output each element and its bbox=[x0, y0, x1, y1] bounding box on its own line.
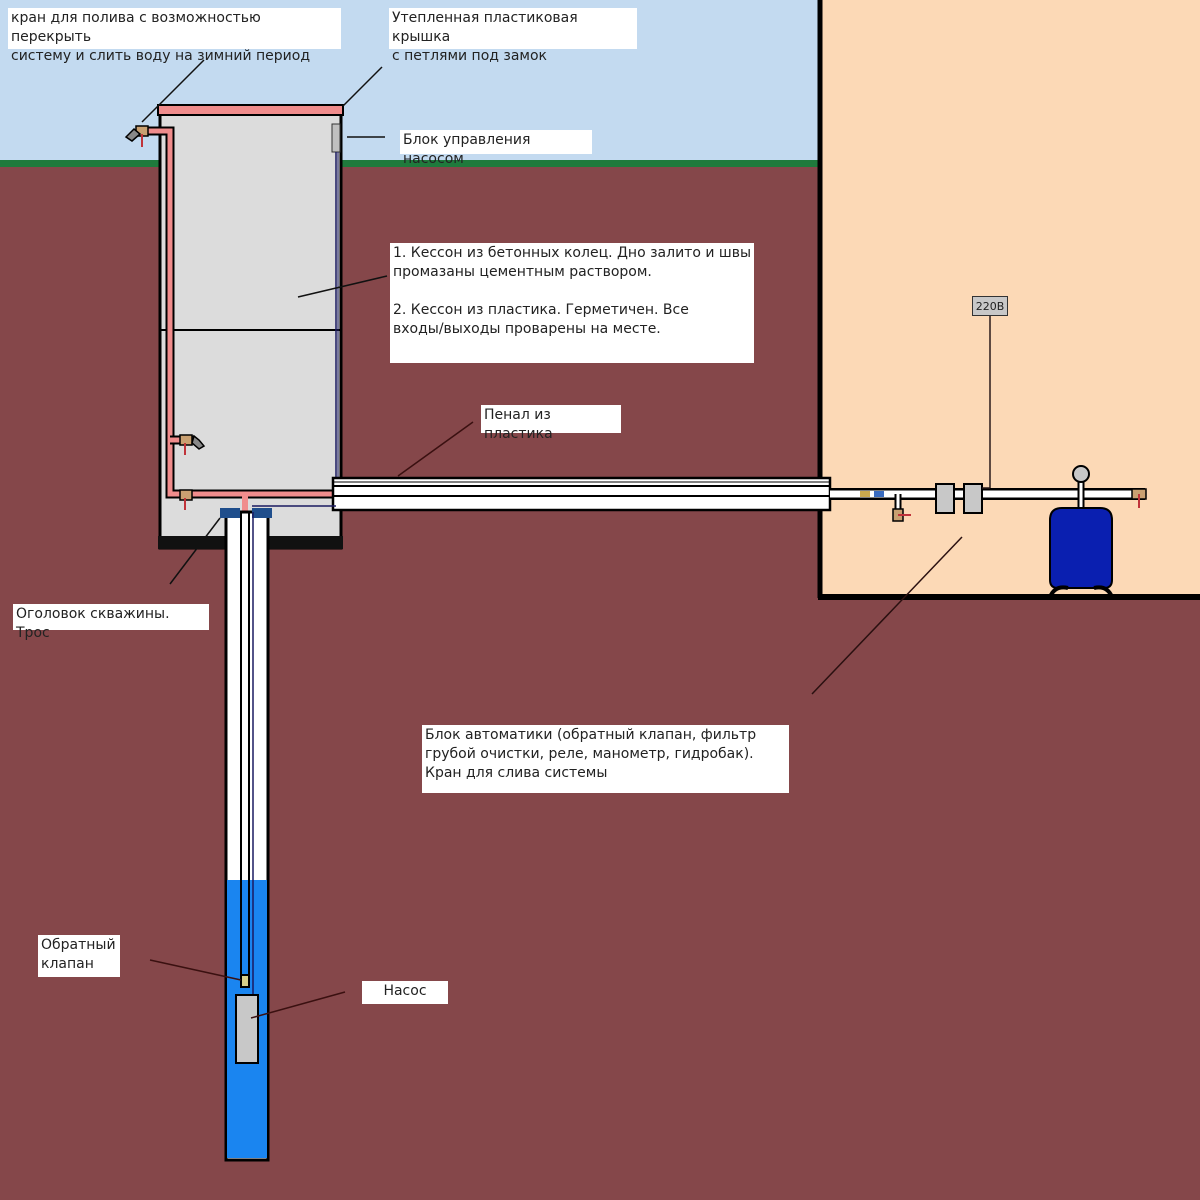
leader-line bbox=[169, 517, 221, 585]
wellhead-cap bbox=[220, 508, 240, 518]
tank-stand bbox=[1048, 585, 1114, 598]
voltage-tag: 220В bbox=[972, 296, 1008, 316]
plastic-sleeve bbox=[331, 476, 832, 512]
label-faucet: кран для полива с возможностью перекрыть… bbox=[8, 8, 341, 64]
manometer-icon bbox=[1072, 465, 1090, 483]
label-check-valve: Обратный клапан bbox=[38, 935, 120, 977]
wellhead-cap bbox=[252, 508, 272, 518]
faucet-icon bbox=[179, 434, 206, 455]
label-lid: Утепленная пластиковая крышка с петлями … bbox=[389, 8, 637, 64]
caisson-lid bbox=[157, 104, 344, 116]
label-sleeve: Пенал из пластика bbox=[481, 405, 621, 442]
house-interior bbox=[820, 0, 1200, 597]
faucet-icon bbox=[124, 125, 149, 147]
label-pump: Насос bbox=[362, 981, 448, 1004]
submersible-pump bbox=[235, 994, 259, 1064]
label-pump-control: Блок управления насосом bbox=[400, 130, 592, 167]
faucet-icon bbox=[1131, 488, 1147, 508]
pressure-relay bbox=[963, 483, 983, 514]
pressure-relay bbox=[935, 483, 955, 514]
check-valve bbox=[240, 974, 250, 988]
label-automation: Блок автоматики (обратный клапан, фильтр… bbox=[422, 725, 789, 793]
leader-line bbox=[141, 59, 205, 123]
label-caisson: 1. Кессон из бетонных колец. Дно залито … bbox=[390, 243, 754, 363]
hydro-tank bbox=[1049, 507, 1113, 589]
leader-line bbox=[297, 275, 388, 298]
grass-line bbox=[0, 160, 820, 167]
water-pipe bbox=[140, 128, 332, 497]
pump-control-box bbox=[331, 123, 341, 153]
leader-line bbox=[149, 959, 242, 981]
leader-line bbox=[397, 421, 474, 477]
leader-line bbox=[811, 536, 963, 695]
coarse-filter bbox=[874, 491, 884, 497]
label-wellhead: Оголовок скважины. Трос bbox=[13, 604, 209, 641]
check-valve bbox=[860, 491, 870, 497]
drain-faucet-icon bbox=[892, 494, 911, 522]
leader-line bbox=[250, 991, 346, 1019]
leader-line bbox=[342, 66, 383, 107]
faucet-icon bbox=[179, 489, 193, 510]
caisson-body bbox=[158, 106, 343, 550]
